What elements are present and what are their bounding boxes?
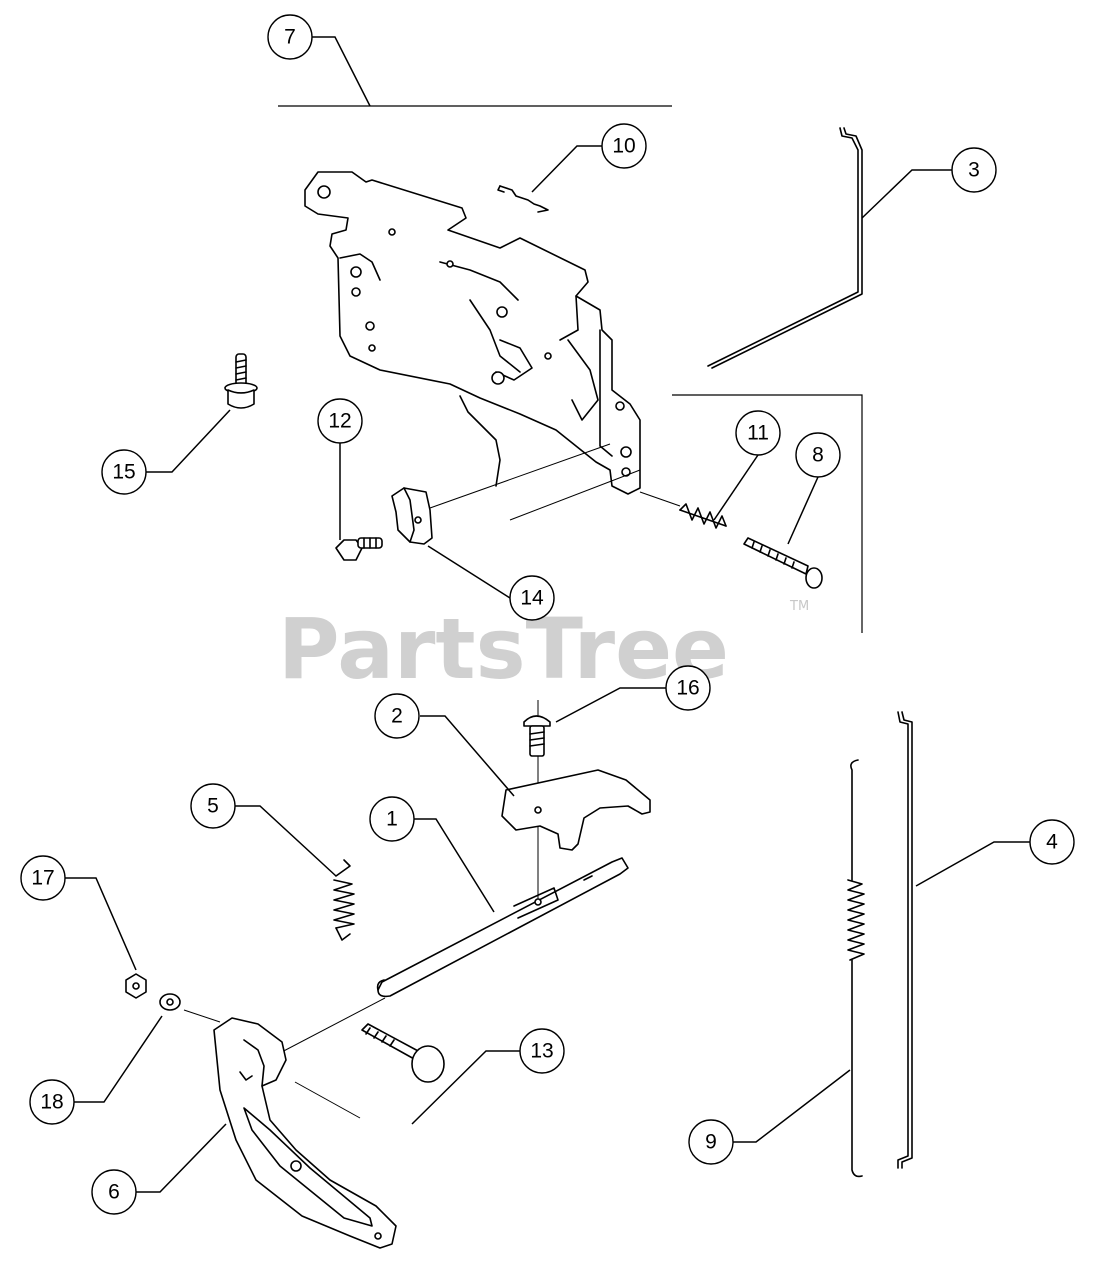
part-control-bracket: [304, 171, 641, 495]
part-spring-11: [679, 503, 727, 529]
svg-text:12: 12: [328, 410, 351, 433]
callout-9[interactable]: 9: [688, 1119, 734, 1165]
assembly-bracket-line: [672, 394, 863, 633]
svg-text:2: 2: [391, 705, 403, 728]
part-screw-8: [743, 537, 823, 589]
svg-text:4: 4: [1046, 831, 1058, 854]
callout-8[interactable]: 8: [795, 432, 841, 478]
callout-7[interactable]: 7: [267, 14, 313, 60]
svg-text:10: 10: [612, 135, 635, 158]
part-plate-2: [501, 769, 651, 851]
callout-12[interactable]: 12: [317, 398, 363, 444]
watermark-trademark: TM: [789, 599, 809, 614]
part-screw-16: [523, 715, 551, 757]
svg-text:7: 7: [284, 26, 296, 49]
svg-text:3: 3: [968, 159, 980, 182]
svg-text:1: 1: [386, 808, 398, 831]
callout-16[interactable]: 16: [665, 665, 711, 711]
callout-11[interactable]: 11: [735, 410, 781, 456]
part-lever-6: [213, 1017, 397, 1249]
svg-text:6: 6: [108, 1181, 120, 1204]
watermark-brand: PartsTree: [278, 600, 729, 698]
part-small-spring: [497, 185, 549, 213]
svg-text:17: 17: [31, 867, 54, 890]
part-bolt-12: [335, 537, 383, 561]
svg-text:13: 13: [530, 1040, 553, 1063]
callout-5[interactable]: 5: [190, 783, 236, 829]
part-clip-14: [391, 487, 433, 545]
assembly-lines: [278, 105, 863, 633]
svg-text:9: 9: [705, 1131, 717, 1154]
callout-3[interactable]: 3: [951, 147, 997, 193]
svg-text:5: 5: [207, 795, 219, 818]
svg-text:16: 16: [676, 677, 699, 700]
part-bolt-13: [361, 1023, 445, 1083]
part-nut-17: [125, 973, 147, 999]
part-long-rod-4: [897, 711, 913, 1169]
callout-1[interactable]: 1: [369, 796, 415, 842]
callout-2[interactable]: 2: [374, 693, 420, 739]
callout-4[interactable]: 4: [1029, 819, 1075, 865]
part-bolt-15: [224, 353, 258, 409]
part-spring-rod-9: [847, 759, 865, 1178]
svg-text:8: 8: [812, 444, 824, 467]
callout-10[interactable]: 10: [601, 123, 647, 169]
callout-14[interactable]: 14: [509, 575, 555, 621]
svg-text:11: 11: [747, 422, 769, 445]
part-washer-18: [159, 993, 181, 1011]
callout-6[interactable]: 6: [91, 1169, 137, 1215]
callout-15[interactable]: 15: [101, 449, 147, 495]
part-shaft-1: [376, 857, 629, 998]
svg-text:18: 18: [40, 1091, 63, 1114]
callout-17[interactable]: 17: [20, 855, 66, 901]
callout-18[interactable]: 18: [29, 1079, 75, 1125]
part-rod-3: [707, 127, 863, 369]
svg-text:15: 15: [112, 461, 135, 484]
callouts: 1 2 3 4 5 6 7 8 9 10 11 12 13 14 15 16 1…: [20, 14, 1075, 1215]
part-spring-5: [333, 859, 355, 941]
leader-lines: [65, 36, 1030, 1193]
watermark: PartsTree TM: [278, 599, 809, 698]
callout-13[interactable]: 13: [519, 1028, 565, 1074]
svg-text:14: 14: [520, 587, 544, 610]
